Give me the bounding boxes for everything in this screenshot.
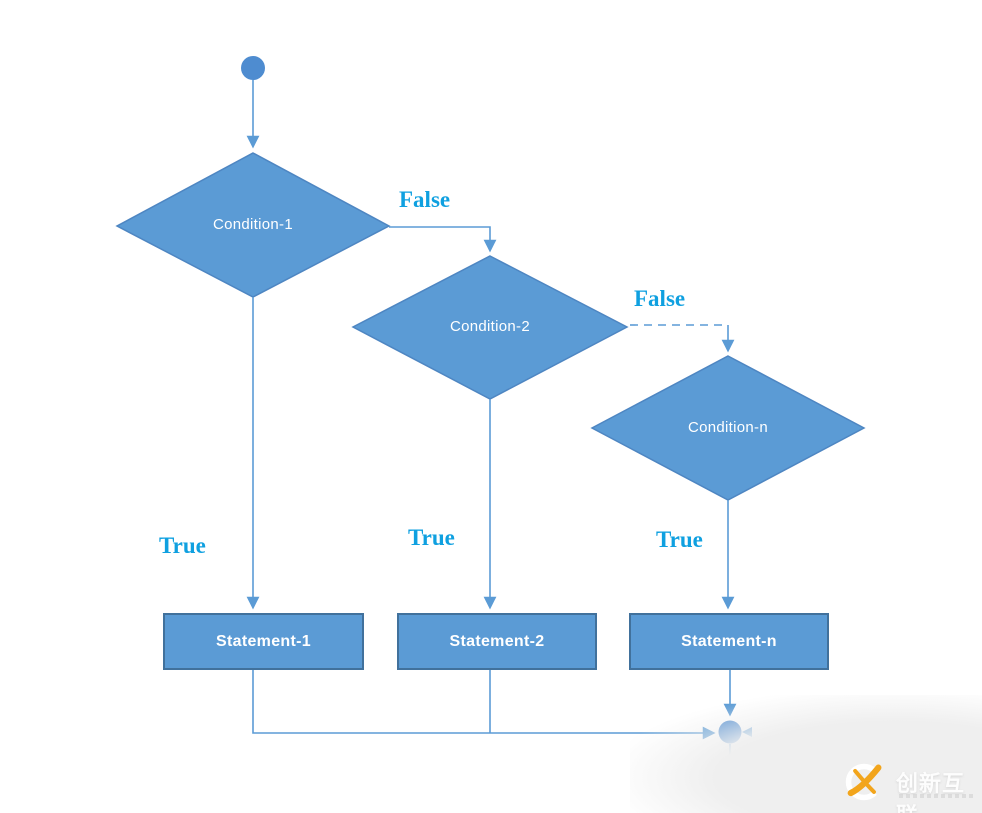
condition1-diamond (115, 152, 391, 298)
edge-label-true-1: True (159, 533, 206, 558)
condition2-diamond (351, 255, 629, 400)
edge-label-false-1: False (399, 187, 451, 212)
start-node (241, 56, 265, 80)
statementN-box: Statement-n (629, 613, 829, 670)
watermark-tagline-decoration (899, 794, 973, 798)
watermark-background (630, 695, 982, 813)
watermark-cx-logo-icon (845, 763, 883, 801)
edge-label-true-3: True (656, 527, 703, 552)
statement1-box: Statement-1 (163, 613, 364, 670)
edge-label-true-2: True (408, 525, 455, 550)
edge-false-cond1-to-cond2 (389, 226, 497, 253)
edge-stmt1-to-merge (252, 670, 716, 740)
statement2-label: Statement-2 (449, 632, 545, 650)
statement2-box: Statement-2 (397, 613, 597, 670)
watermark-brand-text: 创新互联 (896, 772, 966, 813)
statement1-label: Statement-1 (216, 632, 311, 650)
statementN-label: Statement-n (681, 632, 777, 650)
conditionN-diamond (590, 355, 866, 501)
edge-label-false-2: False (634, 286, 686, 311)
